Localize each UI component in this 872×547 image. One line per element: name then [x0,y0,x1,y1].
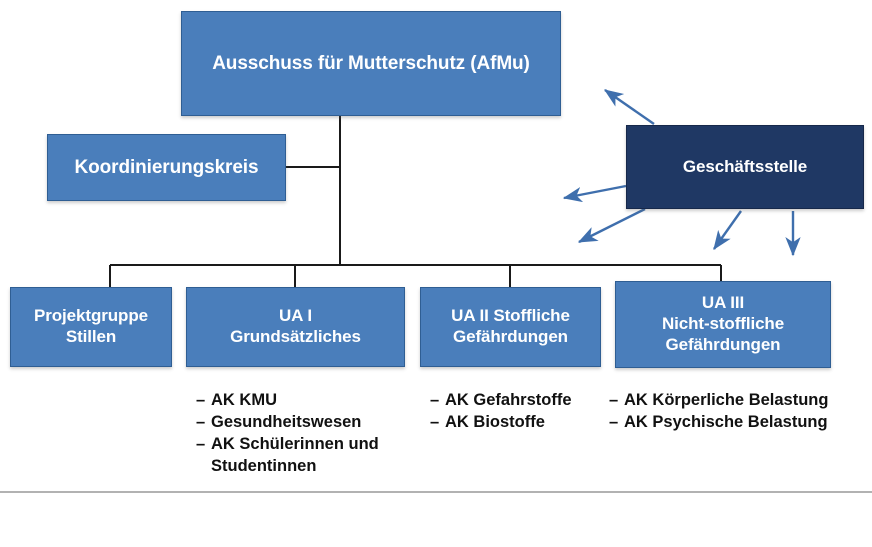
dash-bullet-icon: – [609,412,619,431]
node-label-line: Projektgruppe [34,306,148,326]
dash-bullet-icon: – [430,412,440,431]
arrow-geschaeftsstelle-left [562,184,627,203]
list-item-label: AK Psychische Belastung [624,412,828,431]
node-label-line: Koordinierungskreis [74,156,259,178]
list-item-label: AK Biostoffe [445,412,545,431]
node-ua-3-nicht-stoffliche-gefaehrdungen[interactable]: UA III Nicht-stoffliche Gefährdungen [615,281,831,368]
node-ua-2-stoffliche-gefaehrdungen[interactable]: UA II Stoffliche Gefährdungen [420,287,601,367]
list-item-continuation: Studentinnen [211,456,317,475]
arrow-geschaeftsstelle-to-afmu [604,89,655,125]
node-label-line: Ausschuss für Mutterschutz (AfMu) [212,52,530,74]
node-koordinierungskreis[interactable]: Koordinierungskreis [47,134,286,201]
dash-bullet-icon: – [430,391,440,409]
node-label-line: Stillen [65,327,117,346]
list-item: – Gesundheitswesen [196,412,379,434]
list-item-label: AK KMU [211,391,277,409]
list-item: – AK Körperliche Belastung [609,390,828,412]
arrow-geschaeftsstelle-down-left [577,207,646,244]
bullet-list-ua-3: – AK Körperliche Belastung – AK Psychisc… [609,390,828,434]
dash-bullet-icon: – [196,434,206,453]
node-label-line: Nicht-stoffliche [661,314,785,334]
node-projektgruppe-stillen[interactable]: Projektgruppe Stillen [10,287,172,367]
list-item-label: AK Gefahrstoffe [445,391,572,409]
dash-bullet-icon: – [196,412,206,431]
node-label-line: Gefährdungen [665,334,781,354]
list-item: – AK Gefahrstoffe [430,390,572,412]
dash-bullet-icon: – [196,391,206,409]
list-item: – AK KMU [196,390,379,412]
list-item: – AK Schülerinnen und [196,434,379,456]
list-item-label: Gesundheitswesen [211,412,362,431]
node-label-line: Gefährdungen [453,327,568,346]
node-ua-1-grundsaetzliches[interactable]: UA I Grundsätzliches [186,287,405,367]
bottom-divider [0,491,872,493]
node-ausschuss-fuer-mutterschutz[interactable]: Ausschuss für Mutterschutz (AfMu) [181,11,561,116]
node-geschaeftsstelle[interactable]: Geschäftsstelle [626,125,864,209]
bullet-list-ua-1: – AK KMU – Gesundheitswesen – AK Schüler… [196,390,379,478]
node-label-line: UA I [279,306,312,326]
node-label-line: UA II Stoffliche [451,306,570,326]
list-item-label: AK Körperliche Belastung [624,391,829,409]
node-label-line: UA III [701,293,745,313]
node-label-line: Grundsätzliches [230,327,361,346]
list-item: – AK Psychische Belastung [609,412,828,434]
list-item-label: AK Schülerinnen und [211,434,379,453]
list-item: – AK Biostoffe [430,412,572,434]
arrow-geschaeftsstelle-down-ua3 [713,210,742,250]
node-label-line: Geschäftsstelle [682,156,808,176]
bullet-list-ua-2: – AK Gefahrstoffe – AK Biostoffe [430,390,572,434]
dash-bullet-icon: – [609,391,619,409]
